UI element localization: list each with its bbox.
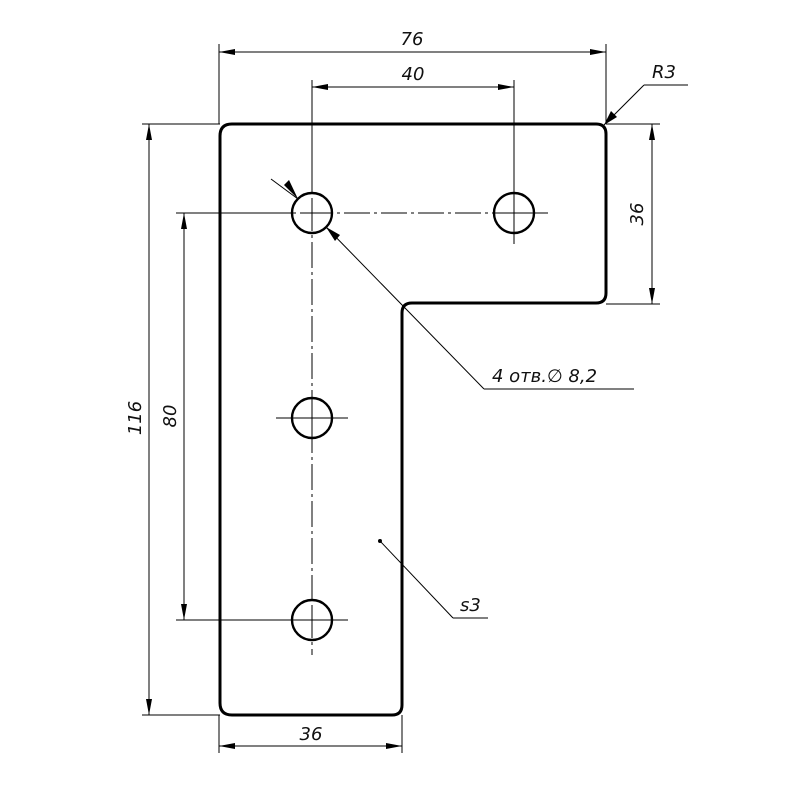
dim-top-arm-height-label: 36 xyxy=(627,203,648,226)
dim-corner-radius: R3 xyxy=(603,62,688,126)
hole-bottom xyxy=(290,598,334,642)
dim-top-arm-height: 36 xyxy=(606,123,660,305)
dim-leg-width-label: 36 xyxy=(300,724,323,745)
hole-top-right xyxy=(492,191,536,235)
dim-leg-width: 36 xyxy=(218,715,403,753)
thickness-callout-label: s3 xyxy=(460,595,481,616)
dim-hole-spacing-vertical-label: 80 xyxy=(160,405,181,428)
dim-corner-radius-label: R3 xyxy=(652,62,676,83)
hole-top-left xyxy=(290,191,334,235)
dim-overall-width: 76 xyxy=(218,29,607,124)
plate-outline xyxy=(218,122,608,717)
dim-hole-spacing-horizontal-label: 40 xyxy=(402,64,425,85)
hole-callout-label: 4 отв.∅ 8,2 xyxy=(492,366,597,387)
dim-hole-spacing-vertical: 80 xyxy=(160,212,290,621)
dim-overall-height-label: 116 xyxy=(125,401,146,435)
hole-callout: 4 отв.∅ 8,2 xyxy=(270,178,634,390)
thickness-callout: s3 xyxy=(378,539,488,619)
dim-hole-spacing-horizontal: 40 xyxy=(311,64,515,190)
hole-middle xyxy=(290,396,334,440)
dim-overall-height: 116 xyxy=(125,123,220,716)
mounting-holes xyxy=(290,191,536,642)
dim-overall-width-label: 76 xyxy=(401,29,424,50)
